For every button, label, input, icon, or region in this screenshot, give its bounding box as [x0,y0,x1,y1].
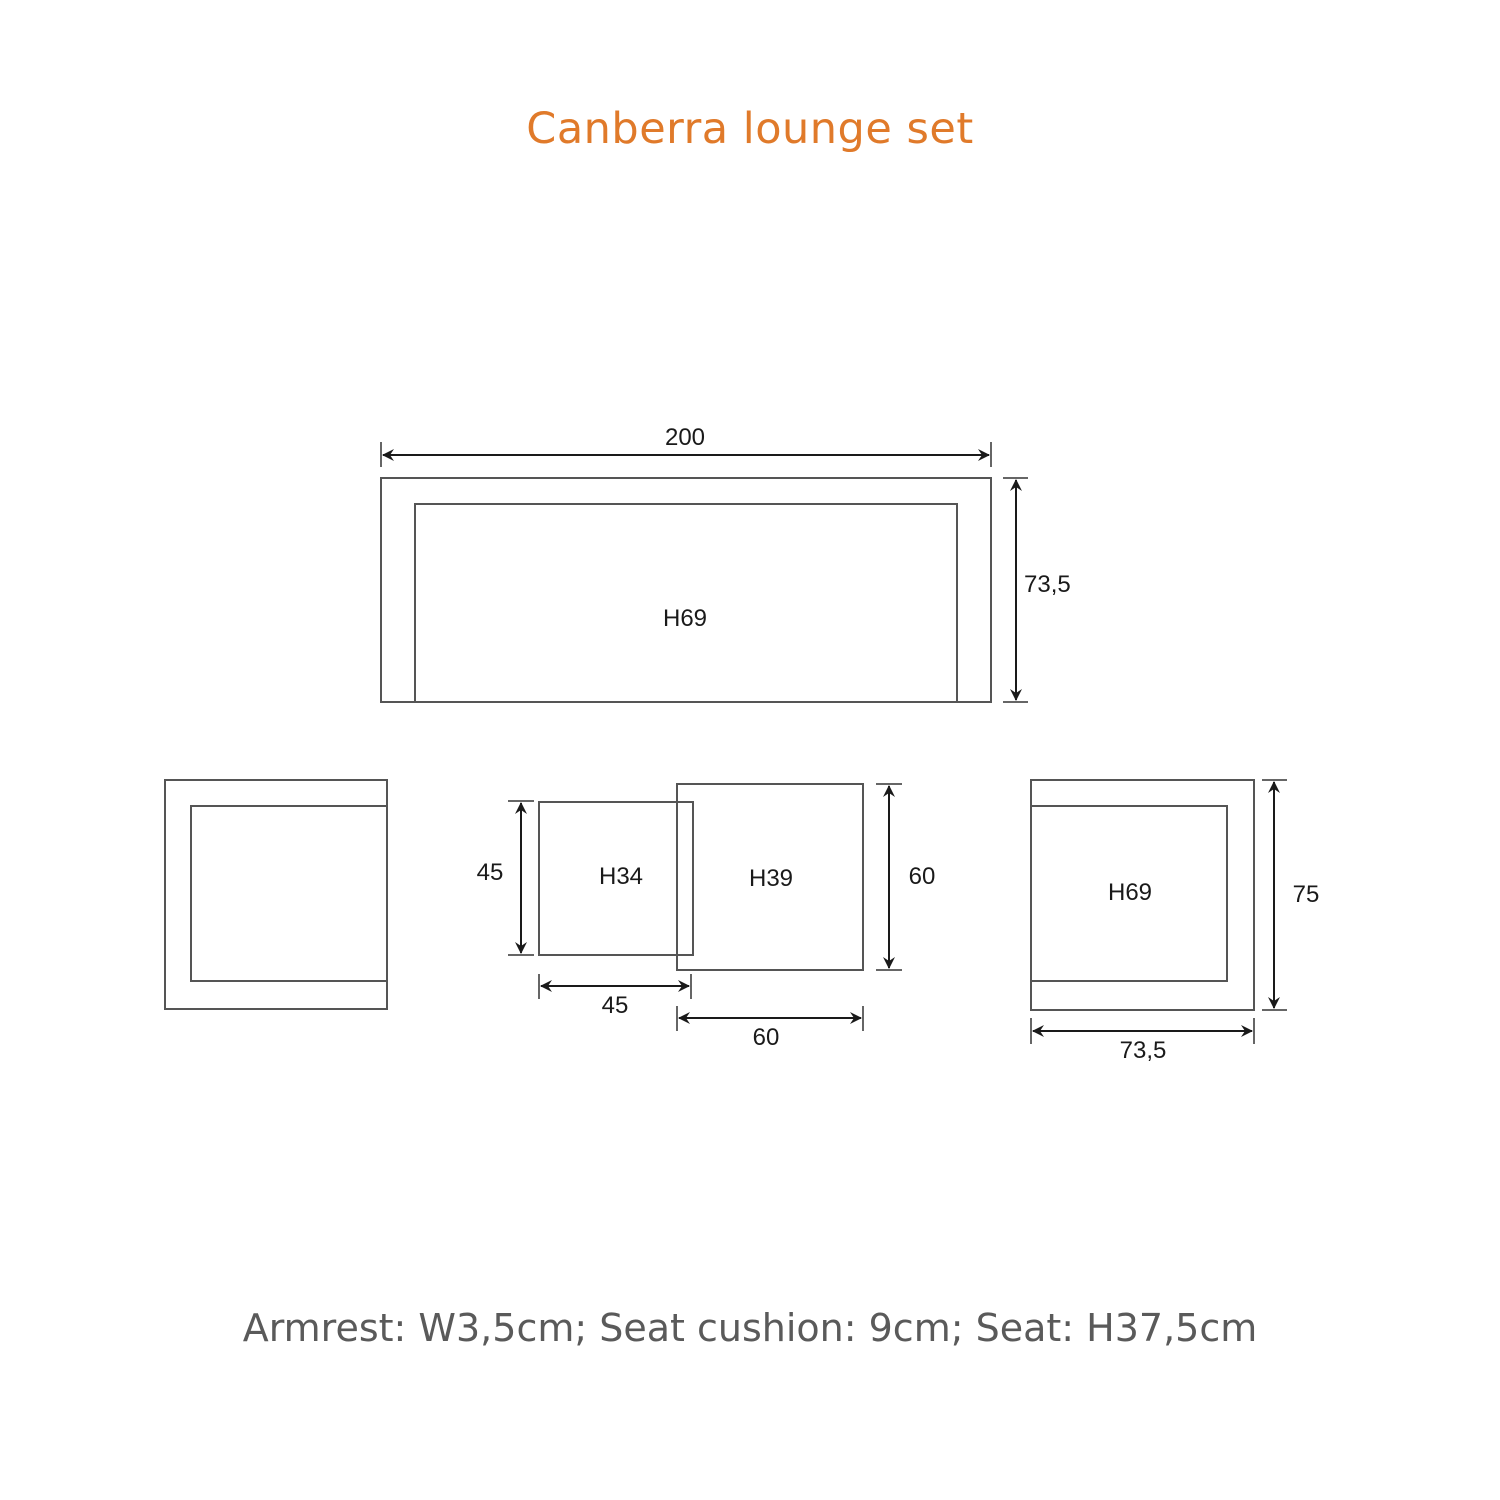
sofa-outline [380,477,992,703]
right-armchair-seat-outline [1031,805,1228,982]
side-table: H34 45 45 [477,800,694,1019]
right-armchair-depth-dim: 75 [1293,881,1320,908]
side-table-height-label: H34 [599,863,643,890]
side-table-width-dim: 45 [602,992,629,1019]
left-armchair-outline [164,779,388,1010]
coffee-table-outline [676,783,864,971]
diagram-title: Canberra lounge set [526,104,974,154]
left-armchair-seat-outline [190,805,387,982]
right-armchair: H69 75 73,5 [1030,779,1320,1064]
right-armchair-height-label: H69 [1108,879,1152,906]
coffee-table-width-dim: 60 [753,1024,780,1051]
right-armchair-width-dim: 73,5 [1120,1037,1167,1064]
right-armchair-outline [1030,779,1255,1011]
side-table-height-dim: 45 [477,859,504,886]
specifications-note: Armrest: W3,5cm; Seat cushion: 9cm; Seat… [242,1306,1258,1350]
side-table-outline [538,801,694,956]
sofa-width-dim: 200 [665,424,705,451]
coffee-table: H39 60 60 [676,783,936,1051]
sofa: H69 200 73,5 [380,424,1071,703]
sofa-height-label: H69 [663,605,707,632]
coffee-table-height-label: H39 [749,865,793,892]
coffee-table-height-dim: 60 [909,863,936,890]
left-armchair [164,779,388,1010]
sofa-seat-outline [414,503,958,702]
sofa-depth-dim: 73,5 [1024,571,1071,598]
